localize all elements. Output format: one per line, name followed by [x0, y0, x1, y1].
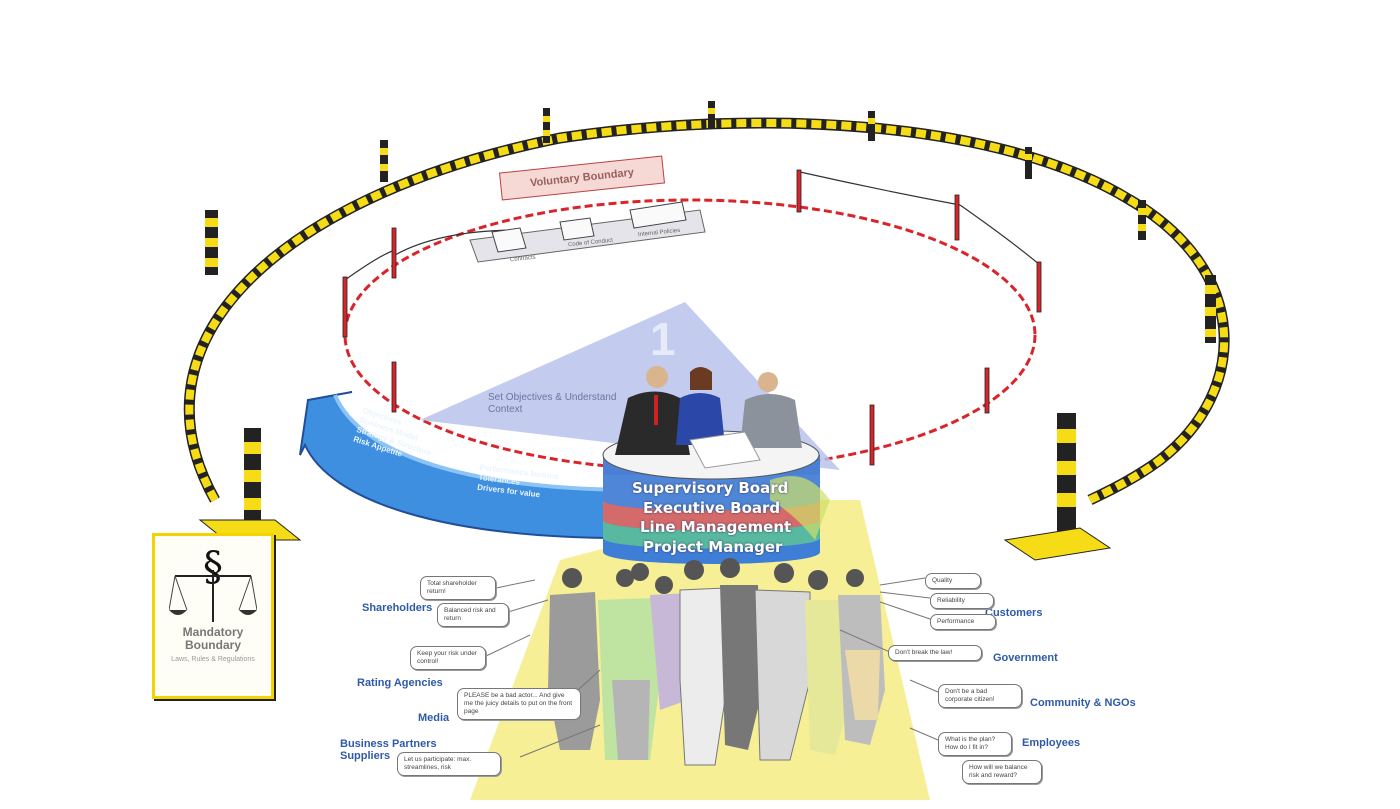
voluntary-poles [342, 169, 1042, 466]
speech-bubble: Balanced risk and return [437, 603, 509, 627]
step-number: 1 [650, 313, 676, 365]
speech-bubble: Don't break the law! [888, 645, 982, 661]
mandatory-bollards [198, 101, 1216, 561]
mandatory-boundary-sign: § Mandatory Boundary Laws, Rules & Regul… [152, 533, 274, 699]
level-supervisory-board: Supervisory Board [632, 479, 789, 497]
stakeholder-government: Government [993, 652, 1058, 664]
speech-bubble: How will we balance risk and reward? [962, 760, 1042, 784]
bubble-pointers [485, 577, 939, 758]
step-title: Set Objectives & Understand Context [488, 392, 617, 415]
speech-bubble: Don't be a bad corporate citizen! [938, 684, 1022, 708]
level-line-management: Line Management [640, 518, 792, 536]
speech-bubble: Performance [930, 614, 996, 630]
speech-bubble: Total shareholder return! [420, 576, 496, 600]
objectives-triangle [420, 302, 840, 470]
speech-bubble: PLEASE be a bad actor... And give me the… [457, 688, 581, 720]
stakeholder-crowd [548, 558, 885, 766]
paragraph-icon: § [203, 544, 223, 590]
stakeholder-customers: Customers [985, 607, 1043, 619]
level-executive-board: Executive Board [643, 499, 781, 517]
stakeholder-rating-agencies: Rating Agencies [357, 677, 443, 689]
speech-bubble: Let us participate: max. streamlines, ri… [397, 752, 501, 776]
stakeholder-suppliers: Suppliers [340, 750, 391, 762]
stakeholder-shareholders: Shareholders [362, 602, 433, 614]
mandatory-boundary-line [183, 117, 1230, 505]
speech-bubble: Reliability [930, 593, 994, 609]
stakeholder-employees: Employees [1022, 737, 1081, 749]
stakeholder-media: Media [418, 712, 450, 724]
stakeholder-business-partners: Business Partners [340, 738, 437, 750]
document-icons [491, 201, 687, 253]
speech-bubble: What is the plan? How do I fit in? [938, 732, 1012, 756]
voluntary-boundary-line [343, 171, 1041, 472]
board-members [615, 366, 802, 469]
scales-icon [169, 570, 257, 622]
speech-bubble: Quality [925, 573, 981, 589]
level-project-manager: Project Manager [643, 538, 783, 556]
stakeholder-community-ngos: Community & NGOs [1030, 697, 1136, 709]
mandatory-boundary-title: Mandatory Boundary [182, 625, 244, 652]
speech-bubble: Keep your risk under control! [410, 646, 486, 670]
mandatory-boundary-subtitle: Laws, Rules & Regulations [171, 656, 255, 663]
